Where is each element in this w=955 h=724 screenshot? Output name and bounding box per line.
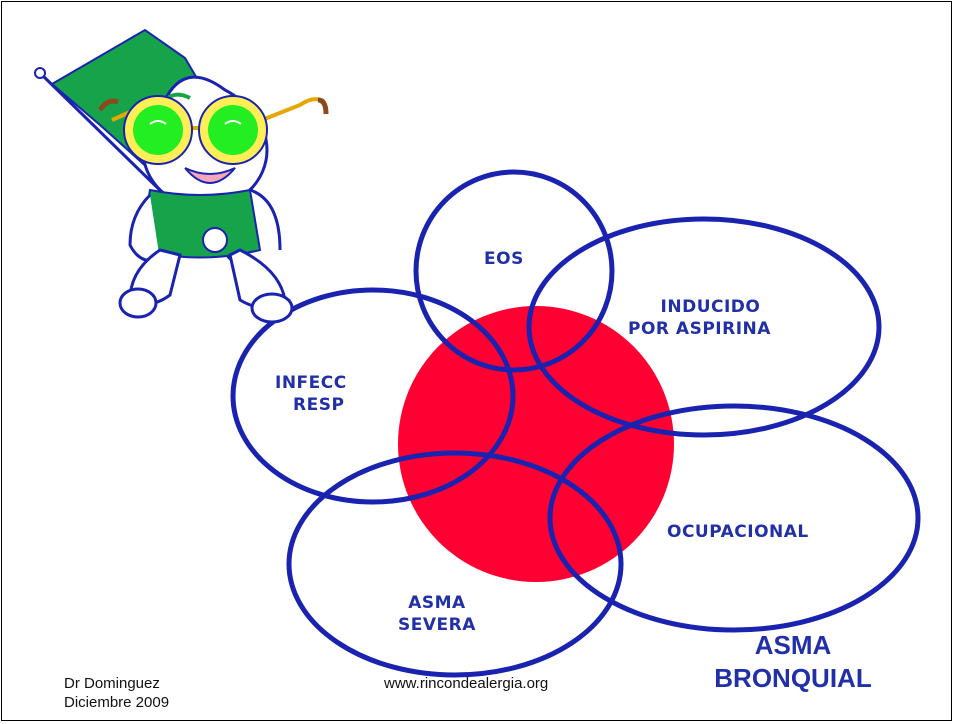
slide-title: ASMA BRONQUIAL — [714, 630, 872, 693]
website-link[interactable]: www.rincondealergia.org — [384, 675, 549, 692]
ring-eos — [413, 169, 615, 373]
label-eos: EOS — [484, 249, 524, 269]
ring-infecc — [230, 287, 516, 505]
center-disc — [398, 306, 674, 582]
author-credit: Dr Dominguez Diciembre 2009 — [64, 675, 170, 711]
ring-ocupacional — [547, 403, 921, 633]
graduate-flag-mascot-icon — [34, 28, 329, 324]
ring-asma-severa — [286, 450, 624, 678]
label-inducido: INDUCIDO POR ASPIRINA — [628, 297, 771, 339]
label-ocupacional: OCUPACIONAL — [667, 522, 809, 542]
label-infecc: INFECC RESP — [275, 373, 347, 415]
ring-inducido — [526, 216, 882, 438]
label-asma-severa: ASMA SEVERA — [398, 593, 476, 635]
